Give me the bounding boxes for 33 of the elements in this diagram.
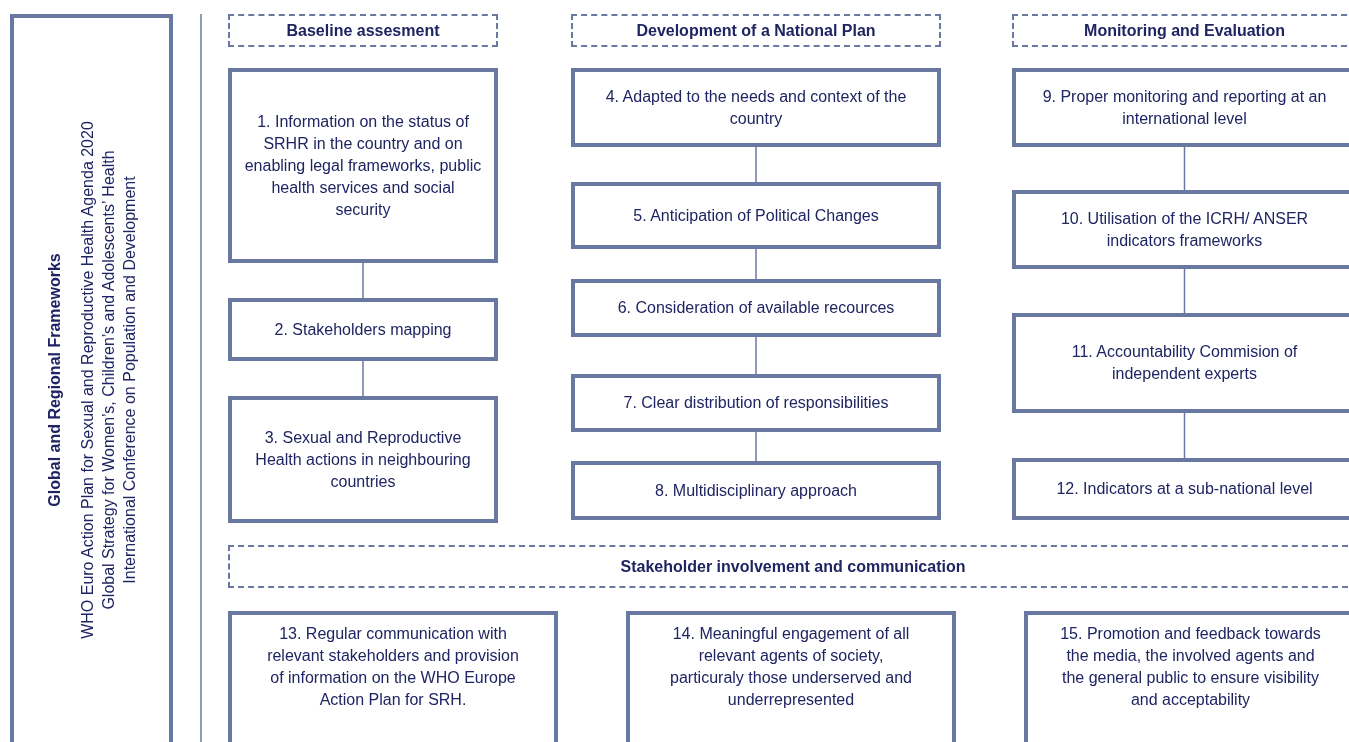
- step-box: 8. Multidisciplinary approach: [571, 461, 941, 520]
- step-box: 2. Stakeholders mapping: [228, 298, 498, 361]
- connector-line: [1183, 412, 1186, 459]
- step-box: 10. Utilisation of the ICRH/ ANSER indicators frameworks: [1012, 190, 1349, 269]
- step-box: 7. Clear distribution of responsibilities: [571, 374, 941, 432]
- section-header: Development of a National Plan: [571, 14, 941, 47]
- step-box: 9. Proper monitoring and reporting at an international level: [1012, 68, 1349, 147]
- framework-text: Global Strategy for Women’s, Children’s and Adolescents’ Health: [99, 150, 118, 610]
- step-box: 12. Indicators at a sub-national level: [1012, 458, 1349, 520]
- step-box: 5. Anticipation of Political Changes: [571, 182, 941, 249]
- connector-line: [362, 262, 364, 299]
- step-box: 15. Promotion and feedback towards the media, the involved agents and the general public to ensure visibility and acceptability: [1024, 611, 1349, 742]
- step-box: 4. Adapted to the needs and context of the country: [571, 68, 941, 147]
- connector-line: [755, 431, 757, 462]
- connector-line: [1183, 146, 1186, 191]
- step-box: 14. Meaningful engagement of all relevant agents of society, particuraly those underserved and underrepresented: [626, 611, 956, 742]
- step-box: 13. Regular communication with relevant stakeholders and provision of information on the WHO Europe Action Plan for SRH.: [228, 611, 558, 742]
- step-box: 11. Accountability Commision of independent experts: [1012, 313, 1349, 413]
- section-header: Baseline assesment: [228, 14, 498, 47]
- step-box: 6. Consideration of available recources: [571, 279, 941, 337]
- connector-line: [755, 336, 757, 375]
- section-header: Stakeholder involvement and communication: [228, 545, 1349, 588]
- framework-text: International Conference on Population and Development: [120, 176, 139, 584]
- panel-title: Global and Regional Frameworks: [45, 253, 64, 507]
- connector-line: [1183, 268, 1186, 314]
- connector-line: [755, 248, 757, 280]
- section-header: Monitoring and Evaluation: [1012, 14, 1349, 47]
- connector-line: [755, 146, 757, 183]
- connector-line: [362, 360, 364, 397]
- step-box: 3. Sexual and Reproductive Health actions in neighbouring countries: [228, 396, 498, 523]
- framework-text: WHO Euro Action Plan for Sexual and Reproductive Health Agenda 2020: [78, 121, 97, 639]
- step-box: 1. Information on the status of SRHR in the country and on enabling legal frameworks, public health services and social security: [228, 68, 498, 263]
- framework-panel: [10, 14, 173, 742]
